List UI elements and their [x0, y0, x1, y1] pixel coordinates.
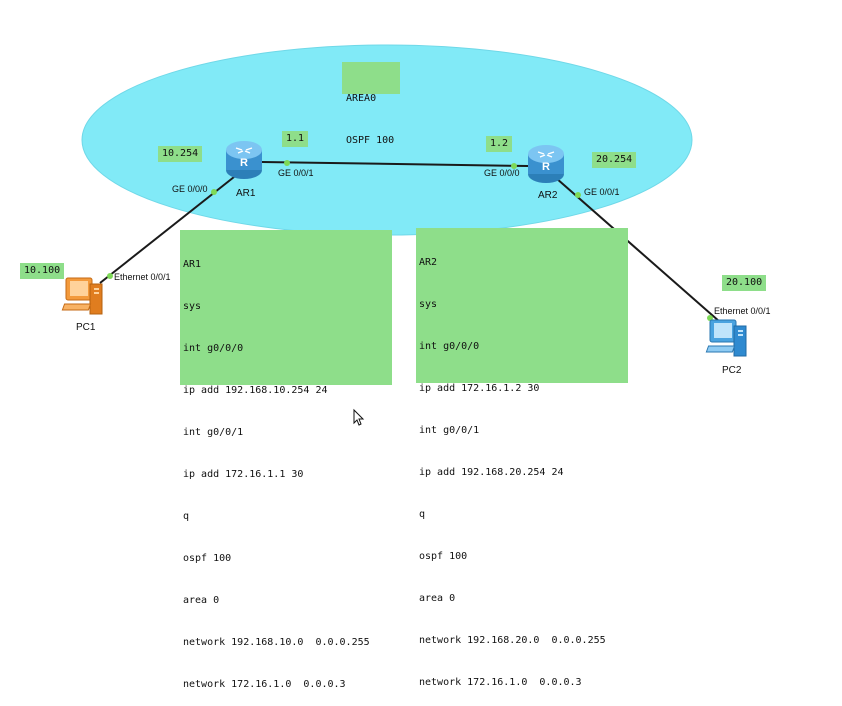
device-name-ar1: AR1 [236, 188, 256, 199]
config-line: int g0/0/0 [183, 343, 244, 354]
area-note: AREA0 OSPF 100 [342, 62, 400, 146]
ip-tag-pc1: 10.100 [20, 263, 65, 279]
config-line: int g0/0/1 [419, 425, 480, 436]
topology-canvas: R R [61, 44, 747, 426]
port-label-pc2-eth: Ethernet 0/0/1 [714, 306, 771, 316]
config-line: ospf 100 [419, 551, 468, 562]
device-name-pc1: PC1 [76, 322, 96, 333]
device-name-ar2: AR2 [538, 190, 558, 201]
config-line: network 192.168.10.0 0.0.0.255 [183, 637, 370, 648]
ip-tag-ar1-wan: 1.1 [282, 131, 309, 147]
config-line: ip add 192.168.20.254 24 [419, 467, 564, 478]
mouse-cursor-icon [353, 408, 365, 426]
port-dot-pc2 [707, 315, 713, 321]
config-line: q [419, 509, 426, 520]
router-icon[interactable]: R [226, 141, 262, 179]
config-line: network 172.16.1.0 0.0.0.3 [183, 679, 346, 690]
router-icon[interactable]: R [528, 145, 564, 183]
port-dot-ar1-g000 [211, 189, 217, 195]
ip-tag-ar2-wan: 1.2 [486, 136, 513, 152]
config-line: q [183, 511, 190, 522]
config-line: area 0 [419, 593, 456, 604]
config-line: ip add 192.168.10.254 24 [183, 385, 328, 396]
port-label-ar2-g001: GE 0/0/1 [584, 187, 620, 197]
port-label-pc1-eth: Ethernet 0/0/1 [114, 272, 171, 282]
svg-text:R: R [542, 161, 550, 173]
config-line: area 0 [183, 595, 220, 606]
config-line: sys [183, 301, 202, 312]
config-line: AR1 [183, 259, 202, 270]
link-ar1-ar2[interactable] [261, 161, 529, 167]
ip-tag-pc2: 20.100 [722, 275, 767, 291]
port-dot-ar2-g000 [511, 163, 517, 169]
config-line: network 192.168.20.0 0.0.0.255 [419, 635, 606, 646]
config-line: int g0/0/0 [419, 341, 480, 352]
port-label-ar1-g001: GE 0/0/1 [278, 168, 314, 178]
pc-icon[interactable] [705, 319, 747, 357]
port-dot-pc1 [107, 273, 113, 279]
link-ar1-pc1[interactable] [99, 176, 235, 284]
port-dot-ar2-g001 [575, 192, 581, 198]
config-line: ip add 172.16.1.1 30 [183, 469, 304, 480]
port-label-ar2-g000: GE 0/0/0 [484, 168, 520, 178]
link-ar2-pc2[interactable] [555, 177, 721, 323]
config-line: sys [419, 299, 438, 310]
area-note-line: OSPF 100 [346, 135, 395, 146]
config-line: network 172.16.1.0 0.0.0.3 [419, 677, 582, 688]
pc-icon[interactable] [61, 277, 103, 315]
ar1-config-note: AR1 sys int g0/0/0 ip add 192.168.10.254… [180, 230, 392, 690]
area-note-line: AREA0 [346, 93, 377, 104]
config-line: ospf 100 [183, 553, 232, 564]
svg-text:R: R [240, 157, 248, 169]
config-line: int g0/0/1 [183, 427, 244, 438]
config-line: AR2 [419, 257, 438, 268]
ar2-config-note: AR2 sys int g0/0/0 ip add 172.16.1.2 30 … [416, 228, 628, 688]
device-name-pc2: PC2 [722, 365, 742, 376]
port-label-ar1-g000: GE 0/0/0 [172, 184, 208, 194]
ip-tag-ar2-lan: 20.254 [592, 152, 637, 168]
port-dot-ar1-g001 [284, 160, 290, 166]
config-line: ip add 172.16.1.2 30 [419, 383, 540, 394]
ip-tag-ar1-lan: 10.254 [158, 146, 203, 162]
